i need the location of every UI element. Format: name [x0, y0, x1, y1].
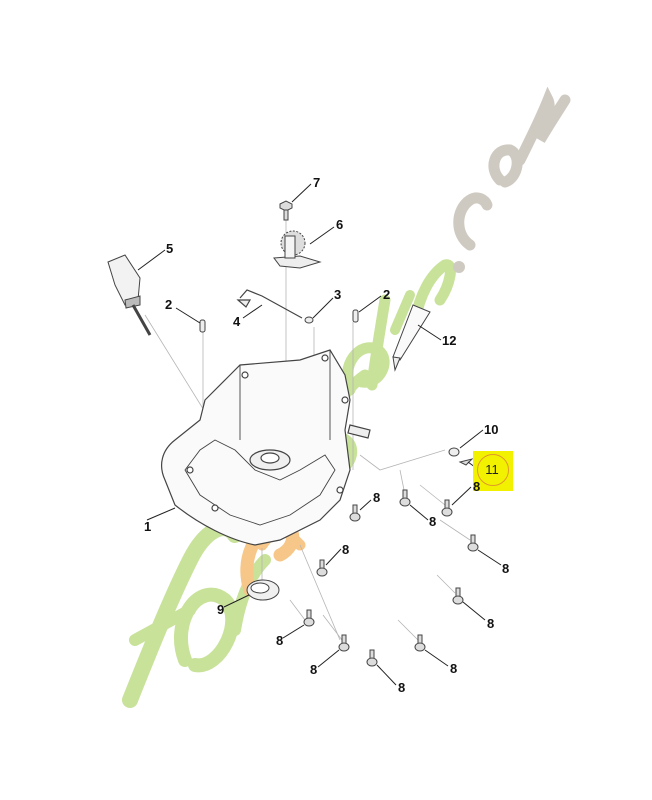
crankcase-cover: [161, 349, 371, 546]
plug-part-10: [448, 447, 460, 457]
callout-label-8a[interactable]: 8: [373, 490, 381, 505]
callout-label-8b[interactable]: 8: [429, 514, 437, 529]
governor-gear-part-6: [273, 230, 322, 269]
highlight-ring: [477, 454, 509, 486]
callout-label-8i[interactable]: 8: [450, 661, 458, 676]
callout-label-3[interactable]: 3: [334, 287, 342, 302]
callout-label-7[interactable]: 7: [313, 175, 321, 190]
watermark-letter-n: [409, 259, 456, 326]
watermark-letter-o: [174, 587, 240, 673]
watermark-dot: [453, 261, 465, 273]
callout-label-2a[interactable]: 2: [165, 297, 173, 312]
dowel-pin-part-2b: [352, 309, 359, 323]
callout-label-1[interactable]: 1: [144, 519, 152, 534]
callout-label-8h[interactable]: 8: [310, 662, 318, 677]
oil-seal-part-9: [246, 579, 280, 601]
watermark-letter-d: [341, 294, 391, 396]
watermark-letter-m: [514, 86, 571, 166]
watermark-letter-o2: [488, 144, 523, 188]
callout-label-2b[interactable]: 2: [383, 287, 391, 302]
callout-label-10[interactable]: 10: [484, 422, 499, 437]
watermark-letter-c: [453, 192, 493, 251]
callout-label-12[interactable]: 12: [442, 333, 457, 348]
callout-label-8j[interactable]: 8: [398, 680, 406, 695]
callout-label-11: 11: [485, 462, 499, 477]
watermark-letter-i: [390, 290, 415, 335]
highlighted-callout-11[interactable]: 11: [473, 451, 513, 491]
bolts-part-8: [303, 489, 479, 667]
dipstick-part-5: [107, 254, 152, 336]
callout-label-5[interactable]: 5: [166, 241, 174, 256]
sealant-tube-part-12: [392, 304, 431, 372]
callout-label-8g[interactable]: 8: [276, 633, 284, 648]
projection-lines: [144, 215, 471, 641]
callout-leaders: [137, 183, 502, 686]
clip-part-11: [458, 458, 474, 466]
callout-label-8c[interactable]: 8: [473, 479, 481, 494]
callout-label-9[interactable]: 9: [217, 602, 225, 617]
washer-part-3: [304, 316, 314, 324]
callout-label-4[interactable]: 4: [233, 314, 241, 329]
bolt-part-7: [279, 200, 293, 221]
callout-label-8d[interactable]: 8: [502, 561, 510, 576]
callout-label-8e[interactable]: 8: [342, 542, 350, 557]
dowel-pin-part-2a: [199, 319, 206, 333]
governor-arm-part-4: [236, 289, 303, 319]
callout-label-6[interactable]: 6: [336, 217, 344, 232]
callout-label-8f[interactable]: 8: [487, 616, 495, 631]
